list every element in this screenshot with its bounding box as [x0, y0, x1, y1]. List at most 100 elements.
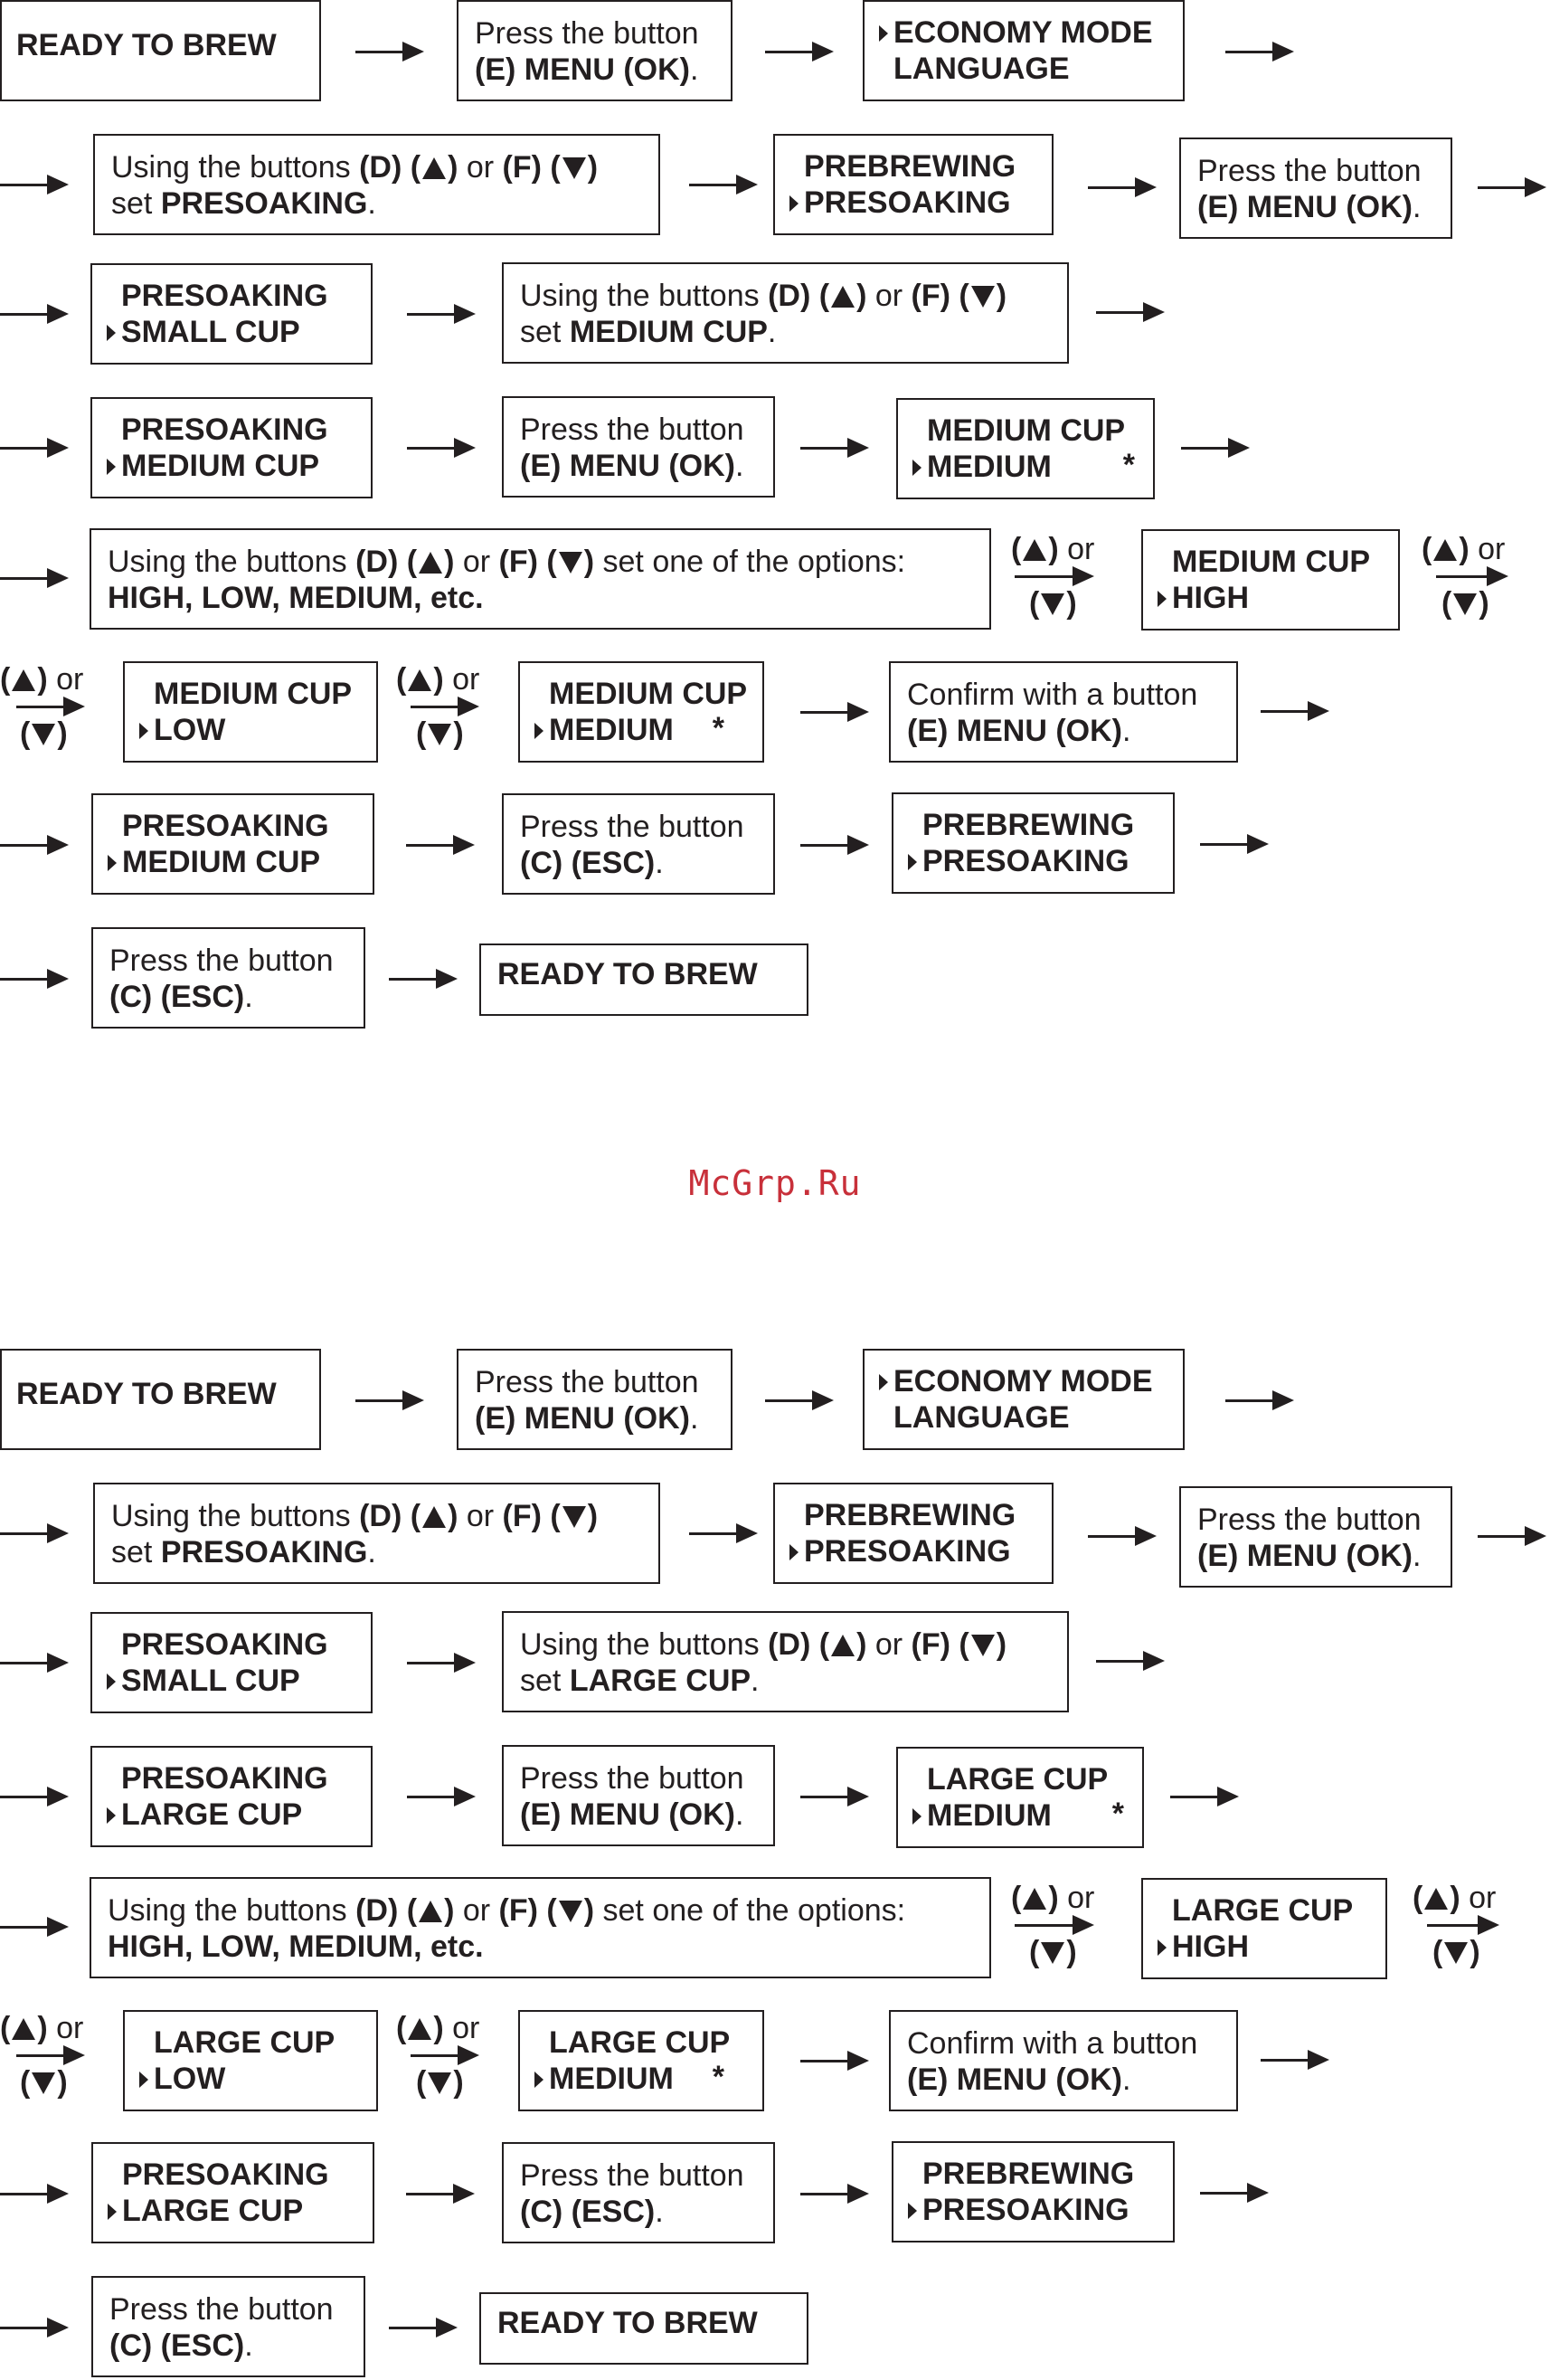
cup-medium-box: LARGE CUP MEDIUM *: [896, 1747, 1144, 1848]
presoaking-cup-box: PRESOAKING MEDIUM CUP: [90, 397, 373, 498]
menu-item: HIGH: [1172, 1930, 1249, 1964]
cup-medium-box: MEDIUM CUP MEDIUM *: [896, 398, 1155, 499]
period: .: [367, 1535, 376, 1569]
instruction-text: Press the button: [520, 2158, 744, 2193]
up-arrow-icon: [422, 1506, 447, 1528]
cursor-icon: [107, 459, 116, 475]
or-text: or: [462, 545, 491, 579]
presoaking-cup-box: PRESOAKING MEDIUM CUP: [91, 793, 374, 895]
press-esc-box: Press the button (C) (ESC).: [502, 2142, 775, 2243]
up-or-down-selector: () or (): [0, 662, 85, 751]
menu-item-economy: ECONOMY MODE: [893, 15, 1153, 50]
cursor-icon: [139, 2072, 148, 2088]
d-button-label: (D): [359, 150, 402, 185]
arrow-icon: [0, 175, 69, 194]
d-button-label: (D): [355, 545, 399, 579]
cursor-icon: [789, 195, 799, 212]
menu-title: LARGE CUP: [927, 1762, 1109, 1797]
arrow-icon: [1088, 177, 1157, 197]
period: .: [244, 980, 253, 1014]
down-arrow-icon: [1041, 593, 1065, 615]
arrow-icon: [407, 1653, 476, 1673]
flow-medium-cup: READY TO BREW Press the button (E) MENU …: [0, 0, 1550, 1049]
up-arrow-icon: [408, 2018, 432, 2040]
arrow-icon: [689, 1523, 758, 1543]
down-arrow-icon: [558, 1901, 582, 1922]
set-cup-instruction-box: Using the buttons (D) () or (F) () set L…: [502, 1611, 1069, 1712]
press-esc-box: Press the button (C) (ESC).: [91, 927, 365, 1029]
cursor-icon: [912, 1808, 921, 1825]
menu-item: LOW: [154, 713, 226, 747]
or-text: or: [452, 662, 480, 697]
instruction-text: Press the button: [520, 1761, 744, 1796]
cursor-icon: [107, 1807, 116, 1824]
menu-title: LARGE CUP: [1172, 1893, 1354, 1928]
set-option-instruction-box: Using the buttons (D) () or (F) () set o…: [90, 528, 991, 630]
watermark: McGrp.Ru: [688, 1163, 862, 1203]
menu-title: PRESOAKING: [122, 809, 329, 843]
down-arrow-icon: [428, 724, 452, 745]
up-arrow-icon: [408, 669, 432, 691]
prebrewing-menu-box: PREBREWING PRESOAKING: [892, 792, 1175, 894]
menu-item: MEDIUM: [549, 2062, 674, 2096]
menu-item-language: LANGUAGE: [893, 1400, 1070, 1435]
menu-item: PRESOAKING: [804, 185, 1011, 220]
arrow-icon: [0, 568, 69, 588]
esc-label: (C) (ESC): [520, 2195, 656, 2229]
up-or-down-selector: () or (): [1413, 1881, 1530, 1980]
menu-item: PRESOAKING: [804, 1534, 1011, 1569]
period: .: [767, 315, 777, 349]
arrow-icon: [406, 2184, 475, 2204]
menu-title: LARGE CUP: [154, 2025, 336, 2060]
ready-to-brew-label: READY TO BREW: [16, 28, 277, 62]
up-arrow-icon: [12, 2018, 36, 2040]
arrow-icon: [411, 697, 479, 716]
text: set: [520, 1664, 562, 1698]
instruction-text: Press the button: [520, 412, 744, 447]
confirm-menu-ok-box: Confirm with a button (E) MENU (OK).: [889, 2010, 1238, 2111]
text: set: [111, 1535, 153, 1569]
arrow-icon: [1436, 566, 1508, 586]
menu-item-economy: ECONOMY MODE: [893, 1364, 1153, 1399]
menu-title: PRESOAKING: [121, 412, 328, 447]
or-text: or: [466, 1499, 495, 1533]
press-menu-ok-box: Press the button (E) MENU (OK).: [502, 396, 775, 498]
cup-high-box: MEDIUM CUP HIGH: [1141, 529, 1400, 631]
f-button-label: (F): [911, 279, 950, 313]
menu-title: PREBREWING: [922, 808, 1135, 842]
or-text: or: [1067, 1881, 1095, 1915]
period: .: [734, 449, 744, 483]
prebrewing-menu-box: PREBREWING PRESOAKING: [773, 1483, 1054, 1584]
target-label: MEDIUM CUP: [569, 315, 768, 349]
confirm-menu-ok-box: Confirm with a button (E) MENU (OK).: [889, 661, 1238, 763]
cursor-icon: [908, 2203, 917, 2219]
arrow-icon: [355, 42, 424, 62]
down-arrow-icon: [1444, 1942, 1469, 1964]
period: .: [655, 2195, 664, 2229]
arrow-icon: [1088, 1526, 1157, 1546]
ready-to-brew-box: READY TO BREW: [0, 0, 321, 101]
menu-item: MEDIUM: [927, 1798, 1052, 1833]
press-esc-box: Press the button (C) (ESC).: [91, 2276, 365, 2377]
down-arrow-icon: [32, 2072, 56, 2094]
arrow-icon: [1225, 1390, 1294, 1410]
options-list: HIGH, LOW, MEDIUM, etc.: [108, 1930, 484, 1964]
d-button-label: (D): [359, 1499, 402, 1533]
set-cup-instruction-box: Using the buttons (D) () or (F) () set M…: [502, 262, 1069, 364]
arrow-icon: [1427, 1915, 1499, 1935]
economy-language-menu-box: ECONOMY MODE LANGUAGE: [863, 0, 1185, 101]
arrow-icon: [1096, 1651, 1165, 1671]
cup-low-box: MEDIUM CUP LOW: [123, 661, 378, 763]
menu-ok-label: (E) MENU (OK): [907, 714, 1122, 748]
menu-title: LARGE CUP: [549, 2025, 731, 2060]
cursor-icon: [534, 2072, 543, 2088]
selected-star-icon: *: [712, 711, 724, 745]
arrow-icon: [1261, 2050, 1329, 2070]
menu-item: HIGH: [1172, 581, 1249, 615]
text: Using the buttons: [111, 150, 351, 185]
period: .: [655, 846, 664, 880]
down-arrow-icon: [562, 1506, 586, 1528]
arrow-icon: [689, 175, 758, 194]
press-menu-ok-box: Press the button (E) MENU (OK).: [457, 0, 732, 101]
